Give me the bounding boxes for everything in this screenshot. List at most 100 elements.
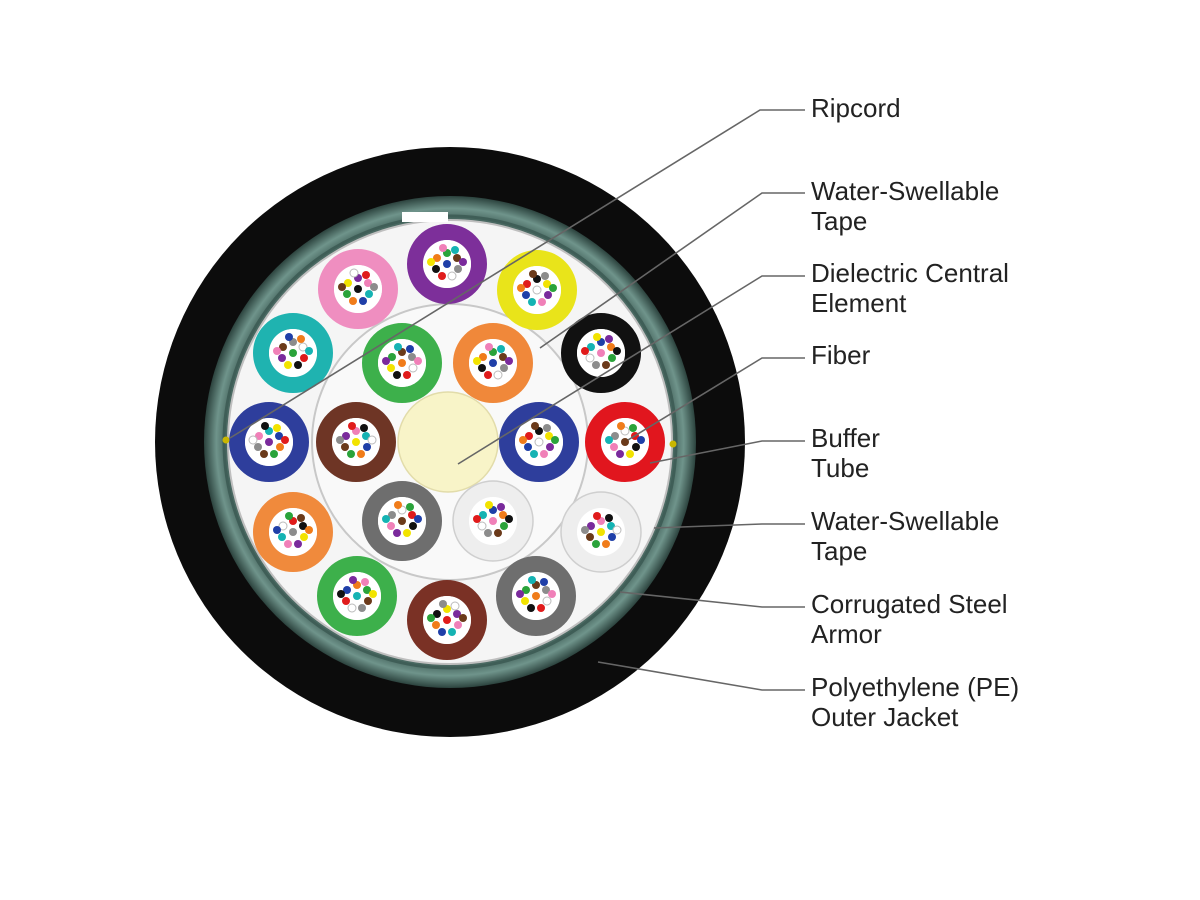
fiber-strand — [586, 533, 594, 541]
fiber-strand — [278, 521, 288, 531]
fiber-strand — [248, 435, 258, 445]
fiber-strand — [593, 512, 601, 520]
fiber-strand — [387, 364, 395, 372]
fiber-strand — [551, 436, 559, 444]
fiber-strand — [393, 529, 401, 537]
fiber-strand — [438, 628, 446, 636]
fiber-strand — [414, 357, 422, 365]
fiber-strand — [516, 590, 524, 598]
fiber-strand — [537, 604, 545, 612]
fiber-strand — [585, 353, 595, 363]
fiber-strand — [489, 359, 497, 367]
fiber-strand — [587, 522, 595, 530]
fiber-strand — [433, 254, 441, 262]
fiber-strand — [497, 345, 505, 353]
fiber-strand — [305, 526, 313, 534]
fiber-strand — [479, 353, 487, 361]
fiber-strand — [406, 503, 414, 511]
label-dielectric-central-element: Dielectric Central Element — [811, 258, 1009, 318]
fiber-strand — [453, 254, 461, 262]
fiber-strand — [626, 450, 634, 458]
fiber-strand — [432, 265, 440, 273]
fiber-strand — [494, 529, 502, 537]
fiber-strand — [548, 590, 556, 598]
buffer-tube-wall — [362, 481, 442, 561]
fiber-strand — [285, 512, 293, 520]
fiber-strand — [454, 621, 462, 629]
fiber-strand — [300, 354, 308, 362]
fiber-strand — [388, 353, 396, 361]
fiber-strand — [485, 501, 493, 509]
fiber-strand — [341, 443, 349, 451]
fiber-strand — [459, 258, 467, 266]
fiber-strand — [543, 424, 551, 432]
fiber-strand — [478, 364, 486, 372]
fiber-strand — [408, 363, 418, 373]
fiber-strand — [387, 522, 395, 530]
fiber-strand — [432, 621, 440, 629]
fiber-strand — [358, 604, 366, 612]
buffer-tube — [407, 224, 487, 304]
buffer-tube-wall — [561, 492, 641, 572]
fiber-strand — [611, 432, 619, 440]
buffer-tube — [497, 250, 577, 330]
fiber-strand — [538, 298, 546, 306]
fiber-strand — [343, 586, 351, 594]
fiber-strand — [497, 503, 505, 511]
label-buffer-tube: Buffer Tube — [811, 423, 880, 483]
fiber-strand — [521, 597, 529, 605]
fiber-strand — [275, 432, 283, 440]
fiber-strand — [254, 443, 262, 451]
fiber-strand — [519, 436, 527, 444]
fiber-strand — [364, 597, 372, 605]
fiber-strand — [347, 603, 357, 613]
fiber-strand — [629, 424, 637, 432]
buffer-tube-wall — [253, 492, 333, 572]
fiber-strand — [398, 517, 406, 525]
fiber-strand — [342, 432, 350, 440]
buffer-tube — [561, 313, 641, 393]
fiber-strand — [394, 501, 402, 509]
fiber-strand — [477, 521, 487, 531]
fiber-strand — [363, 586, 371, 594]
buffer-tube-wall — [453, 481, 533, 561]
buffer-tube — [560, 491, 642, 573]
fiber-strand — [285, 333, 293, 341]
fiber-strand — [543, 280, 551, 288]
fiber-strand — [270, 450, 278, 458]
leader-line — [627, 357, 805, 441]
buffer-tube — [362, 481, 442, 561]
buffer-tube-wall — [407, 224, 487, 304]
leader-line — [597, 661, 805, 691]
buffer-tube — [362, 323, 442, 403]
fiber-strand — [394, 343, 402, 351]
fiber-strand — [473, 515, 481, 523]
fiber-strand — [485, 343, 493, 351]
fiber-strand — [529, 270, 537, 278]
fiber-strand — [360, 424, 368, 432]
fiber-strand — [489, 517, 497, 525]
buffer-tube — [253, 492, 333, 572]
fiber-strand — [451, 246, 459, 254]
leader-lines — [229, 109, 805, 691]
fiber-strand — [532, 285, 542, 295]
buffer-tube — [585, 402, 665, 482]
fiber-strand — [388, 511, 396, 519]
fiber-strand — [473, 357, 481, 365]
fiber-strand — [289, 349, 297, 357]
fiber-strand — [525, 432, 533, 440]
buffer-tube-wall — [561, 313, 641, 393]
fiber-strand — [349, 297, 357, 305]
fiber-strand — [443, 260, 451, 268]
leader-line — [539, 192, 805, 349]
fiber-strand — [260, 450, 268, 458]
fiber-strand — [354, 285, 362, 293]
fiber-strand — [532, 592, 540, 600]
label-polyethylene-outer-jacket: Polyethylene (PE) Outer Jacket — [811, 672, 1020, 732]
fiber-strand — [414, 515, 422, 523]
fiber-strand — [276, 443, 284, 451]
fiber-strand — [284, 540, 292, 548]
fiber-strand — [439, 600, 447, 608]
fiber-strand — [605, 335, 613, 343]
fiber-strand — [427, 258, 435, 266]
